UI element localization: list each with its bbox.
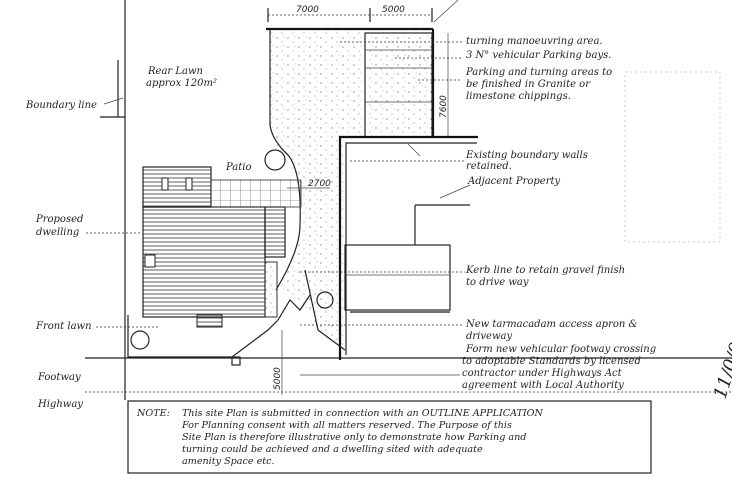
kerb-line-label-2: to drive way (466, 277, 529, 288)
access-apron-label-2: driveway (466, 331, 512, 342)
existing-boundary-walls (338, 135, 478, 360)
access-apron-label-1: New tarmacadam access apron & (465, 319, 638, 330)
front-garden (127, 269, 346, 366)
footway-crossing-label-1: Form new vehicular footway crossing (465, 344, 656, 355)
patio-label: Patio (225, 162, 251, 173)
front-lawn-label: Front lawn (35, 321, 92, 332)
dimension-7000: 7000 (296, 5, 319, 15)
tree-icon (130, 330, 150, 350)
parking-bays: 7600 (364, 32, 449, 138)
boundary-line-label: Boundary line (25, 100, 97, 111)
footway-crossing-label-3: contractor under Highways Act (462, 368, 623, 379)
proposed-dwelling-label-2: dwelling (36, 227, 79, 238)
proposed-dwelling (142, 166, 302, 318)
finish-label-3: limestone chippings. (466, 91, 571, 102)
gravel-parking-area (270, 29, 432, 345)
note-line: For Planning consent with all matters re… (181, 420, 512, 431)
kerb-line-label-1: Kerb line to retain gravel finish (465, 265, 625, 276)
finish-label-1: Parking and turning areas to (465, 67, 612, 78)
right-annotations: turning manoeuvring area. 3 N° vehicular… (300, 36, 656, 391)
adjacent-property-label: Adjacent Property (467, 176, 560, 187)
dimension-5000-splay: 5000 (273, 367, 283, 390)
note-line: This site Plan is submitted in connectio… (182, 408, 544, 419)
footway-crossing-label-2: to adoptable Standards by licensed (462, 356, 641, 367)
note-line: turning could be achieved and a dwelling… (182, 444, 483, 455)
boundary-walls-label-2: retained. (466, 161, 512, 172)
dimension-7600: 7600 (439, 95, 449, 118)
note-line: Site Plan is therefore illustrative only… (182, 432, 526, 443)
parking-bays-label: 3 N° vehicular Parking bays. (466, 50, 611, 61)
note-box: NOTE: This site Plan is submitted in con… (127, 400, 652, 474)
boundary-walls-label-1: Existing boundary walls (465, 150, 588, 161)
footway-label: Footway (37, 372, 81, 383)
dimension-2700: 2700 (308, 179, 331, 189)
road: 5000 (85, 330, 732, 395)
tree-icon (264, 149, 286, 171)
proposed-dwelling-label: Proposed (35, 214, 83, 225)
faint-stamp (624, 71, 721, 243)
footway-crossing-label-4: agreement with Local Authority (462, 380, 624, 391)
finish-label-2: be finished in Granite or (466, 79, 591, 90)
adjacent-property (344, 204, 470, 313)
highway-label: Highway (37, 399, 83, 410)
rear-lawn-area: approx 120m² (146, 78, 217, 89)
note-heading: NOTE: (136, 408, 170, 419)
note-line: amenity Space etc. (182, 456, 275, 467)
dimension-5000: 5000 (382, 5, 405, 15)
top-dimension: 7000 5000 (267, 0, 459, 23)
margin-annotation: 11/0/00 (710, 329, 732, 401)
rear-lawn-label: Rear Lawn (147, 66, 203, 77)
turning-area-label: turning manoeuvring area. (466, 36, 603, 47)
tree-icon (316, 291, 334, 309)
